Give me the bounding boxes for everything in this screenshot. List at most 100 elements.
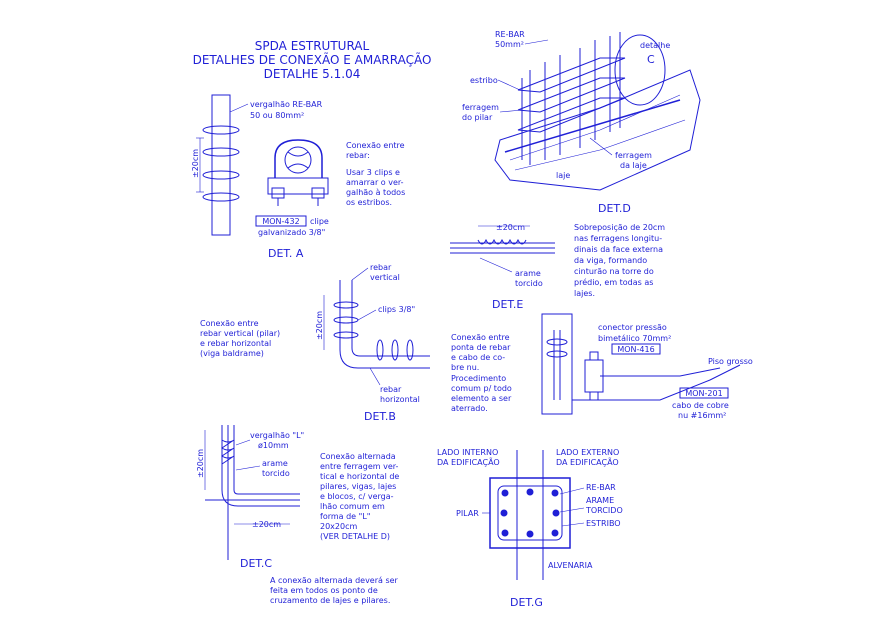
svg-text:cabo de cobre: cabo de cobre — [672, 401, 729, 410]
svg-text:lhão comum em: lhão comum em — [320, 502, 385, 511]
svg-text:C: C — [647, 53, 655, 66]
det-c-note: A conexão alternada deverá ser feita em … — [270, 576, 399, 605]
svg-text:horizontal: horizontal — [380, 395, 420, 404]
svg-text:ALVENARIA: ALVENARIA — [548, 561, 593, 570]
svg-text:feita em todos os ponto de: feita em todos os ponto de — [270, 586, 378, 595]
svg-text:rebar vertical (pilar): rebar vertical (pilar) — [200, 329, 280, 338]
svg-text:±20cm: ±20cm — [315, 311, 324, 340]
svg-text:Conexão alternada: Conexão alternada — [320, 452, 396, 461]
det-c-description: Conexão alternada entre ferragem ver- ti… — [320, 452, 399, 541]
svg-text:LADO INTERNO: LADO INTERNO — [437, 448, 498, 457]
svg-text:cinturão na torre do: cinturão na torre do — [574, 267, 654, 276]
floor-outline — [572, 364, 741, 401]
svg-text:Usar 3 clips e: Usar 3 clips e — [346, 168, 400, 177]
svg-text:rebar:: rebar: — [346, 151, 370, 160]
svg-text:Conexão entre: Conexão entre — [451, 333, 510, 342]
svg-text:20x20cm: 20x20cm — [320, 522, 357, 531]
detail-a: ±20cm vergalhão RE-BAR 50 ou 80mm² MON-4… — [191, 94, 405, 260]
svg-text:estribo: estribo — [470, 76, 498, 85]
tag-mon-432 — [255, 215, 307, 227]
svg-text:e cabo de co-: e cabo de co- — [451, 353, 505, 362]
svg-text:aterrado.: aterrado. — [451, 404, 488, 413]
svg-text:cruzamento de lajes e pilares.: cruzamento de lajes e pilares. — [270, 596, 390, 605]
rebar-note-2: 50 ou 80mm² — [250, 111, 304, 120]
svg-text:ARAME: ARAME — [586, 496, 614, 505]
l-bar-c — [221, 425, 300, 507]
det-b-description: Conexão entre rebar vertical (pilar) e r… — [200, 319, 280, 358]
svg-text:Conexão entre: Conexão entre — [200, 319, 259, 328]
svg-text:(VER DETALHE D): (VER DETALHE D) — [320, 532, 390, 541]
svg-text:MON-432: MON-432 — [262, 217, 299, 226]
det-e-description: Sobreposição de 20cm nas ferragens longi… — [574, 223, 665, 298]
svg-text:pilares, vigas, lajes: pilares, vigas, lajes — [320, 482, 396, 491]
svg-text:nas ferragens longitu-: nas ferragens longitu- — [574, 234, 662, 243]
svg-text:tical e horizontal de: tical e horizontal de — [320, 472, 399, 481]
svg-text:±20cm: ±20cm — [252, 520, 281, 529]
slab-rebar — [504, 99, 681, 153]
det-a-description: Conexão entre rebar: Usar 3 clips e amar… — [346, 141, 405, 207]
svg-text:os estribos.: os estribos. — [346, 198, 392, 207]
dim-label-a: ±20cm — [191, 149, 200, 178]
svg-text:ponta de rebar: ponta de rebar — [451, 343, 511, 352]
detail-b: ±20cm rebar vertical clips 3/8" rebar ho… — [200, 263, 430, 423]
svg-text:forma de "L": forma de "L" — [320, 512, 370, 521]
slab-outline — [494, 69, 701, 191]
pillar-section-f — [541, 313, 573, 415]
svg-text:rebar: rebar — [380, 385, 402, 394]
svg-text:rebar: rebar — [370, 263, 392, 272]
svg-text:MON-416: MON-416 — [617, 345, 654, 354]
rebar-note-1: vergalhão RE-BAR — [250, 100, 323, 109]
svg-text:comum p/ todo: comum p/ todo — [451, 384, 512, 393]
tag-mon-201 — [679, 387, 729, 399]
svg-text:ferragem: ferragem — [615, 151, 652, 160]
clip-1 — [202, 125, 240, 135]
rebar-vertical-a — [211, 94, 231, 236]
clip-4 — [202, 192, 240, 202]
svg-text:arame: arame — [515, 269, 541, 278]
svg-text:entre ferragem ver-: entre ferragem ver- — [320, 462, 399, 471]
svg-text:nu #16mm²: nu #16mm² — [678, 411, 726, 420]
svg-text:laje: laje — [556, 171, 570, 180]
svg-text:ferragem: ferragem — [462, 103, 499, 112]
svg-text:50mm²: 50mm² — [495, 40, 524, 49]
detail-f: Conexão entre ponta de rebar e cabo de c… — [451, 313, 753, 420]
svg-text:TORCIDO: TORCIDO — [585, 506, 623, 515]
det-d-label: DET.D — [598, 202, 631, 215]
tag-mon-416 — [611, 343, 661, 355]
title-line-2: DETALHES DE CONEXÃO E AMARRAÇÃO — [193, 52, 432, 67]
clip-3 — [202, 170, 240, 180]
stirrup-g — [497, 485, 563, 541]
detail-c: ±20cm ±20cm vergalhão "L" ø10mm arame to… — [196, 425, 399, 605]
det-g-label: DET.G — [510, 596, 543, 609]
detail-g: LADO INTERNO DA EDIFICAÇÃO LADO EXTERNO … — [437, 448, 623, 609]
svg-text:clipe: clipe — [310, 217, 329, 226]
svg-text:dinais da face externa: dinais da face externa — [574, 245, 663, 254]
det-a-label: DET. A — [268, 247, 304, 260]
svg-text:A conexão alternada deverá ser: A conexão alternada deverá ser — [270, 576, 399, 585]
svg-text:vertical: vertical — [370, 273, 400, 282]
svg-text:detalhe: detalhe — [640, 41, 670, 50]
svg-text:da viga, formando: da viga, formando — [574, 256, 647, 265]
det-b-label: DET.B — [364, 410, 396, 423]
rebar-dots-g — [500, 488, 560, 538]
svg-text:bimetálico 70mm²: bimetálico 70mm² — [598, 334, 671, 343]
svg-text:elemento a ser: elemento a ser — [451, 394, 512, 403]
svg-text:arame: arame — [262, 459, 288, 468]
svg-text:vergalhão "L": vergalhão "L" — [250, 431, 304, 440]
svg-text:amarrar o ver-: amarrar o ver- — [346, 178, 404, 187]
svg-text:Piso grosso: Piso grosso — [708, 357, 753, 366]
svg-text:Conexão entre: Conexão entre — [346, 141, 405, 150]
det-e-label: DET.E — [492, 298, 523, 311]
svg-text:PILAR: PILAR — [456, 509, 479, 518]
svg-text:Sobreposição de 20cm: Sobreposição de 20cm — [574, 223, 665, 232]
svg-text:(viga baldrame): (viga baldrame) — [200, 349, 264, 358]
svg-text:torcido: torcido — [515, 279, 543, 288]
detail-c-callout — [614, 34, 666, 106]
svg-text:e rebar horizontal: e rebar horizontal — [200, 339, 271, 348]
svg-text:do pilar: do pilar — [462, 113, 493, 122]
svg-text:ESTRIBO: ESTRIBO — [586, 519, 621, 528]
det-c-label: DET.C — [240, 557, 272, 570]
svg-text:da laje: da laje — [620, 161, 647, 170]
